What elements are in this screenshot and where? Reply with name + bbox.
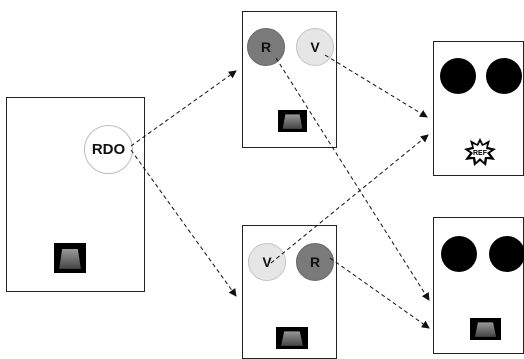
rdo-circle: RDO — [84, 125, 133, 174]
arrow-v-to-top-right — [324, 54, 428, 118]
black-circle — [441, 236, 477, 272]
black-circle — [489, 236, 524, 272]
arrow-rdo-to-top-middle — [130, 70, 237, 147]
screen-icon — [276, 327, 308, 349]
v-circle-label: V — [262, 254, 272, 270]
top-right-panel: REF — [433, 41, 524, 176]
screen-icon — [54, 243, 86, 273]
black-circle — [486, 58, 522, 94]
v-circle: V — [248, 243, 286, 281]
arrow-r-to-bottom-right — [329, 257, 430, 329]
top-middle-panel: R V — [242, 11, 337, 148]
r-circle-label: R — [309, 254, 321, 270]
arrow-v-to-top-right — [270, 134, 429, 264]
ref-burst-icon: REF — [464, 138, 496, 166]
arrow-r-to-bottom-right — [275, 57, 430, 301]
r-circle: R — [247, 28, 285, 66]
screen-icon — [278, 110, 307, 132]
arrow-rdo-to-bottom-middle — [130, 149, 237, 297]
black-circle — [440, 58, 476, 94]
rdo-label: RDO — [91, 141, 126, 158]
source-panel: RDO — [6, 97, 145, 292]
r-circle: R — [296, 243, 334, 281]
bottom-right-panel — [433, 217, 524, 354]
r-circle-label: R — [260, 39, 272, 55]
screen-icon — [470, 318, 501, 340]
v-circle-label: V — [310, 39, 320, 55]
v-circle: V — [296, 28, 334, 66]
ref-label: REF — [473, 150, 488, 157]
